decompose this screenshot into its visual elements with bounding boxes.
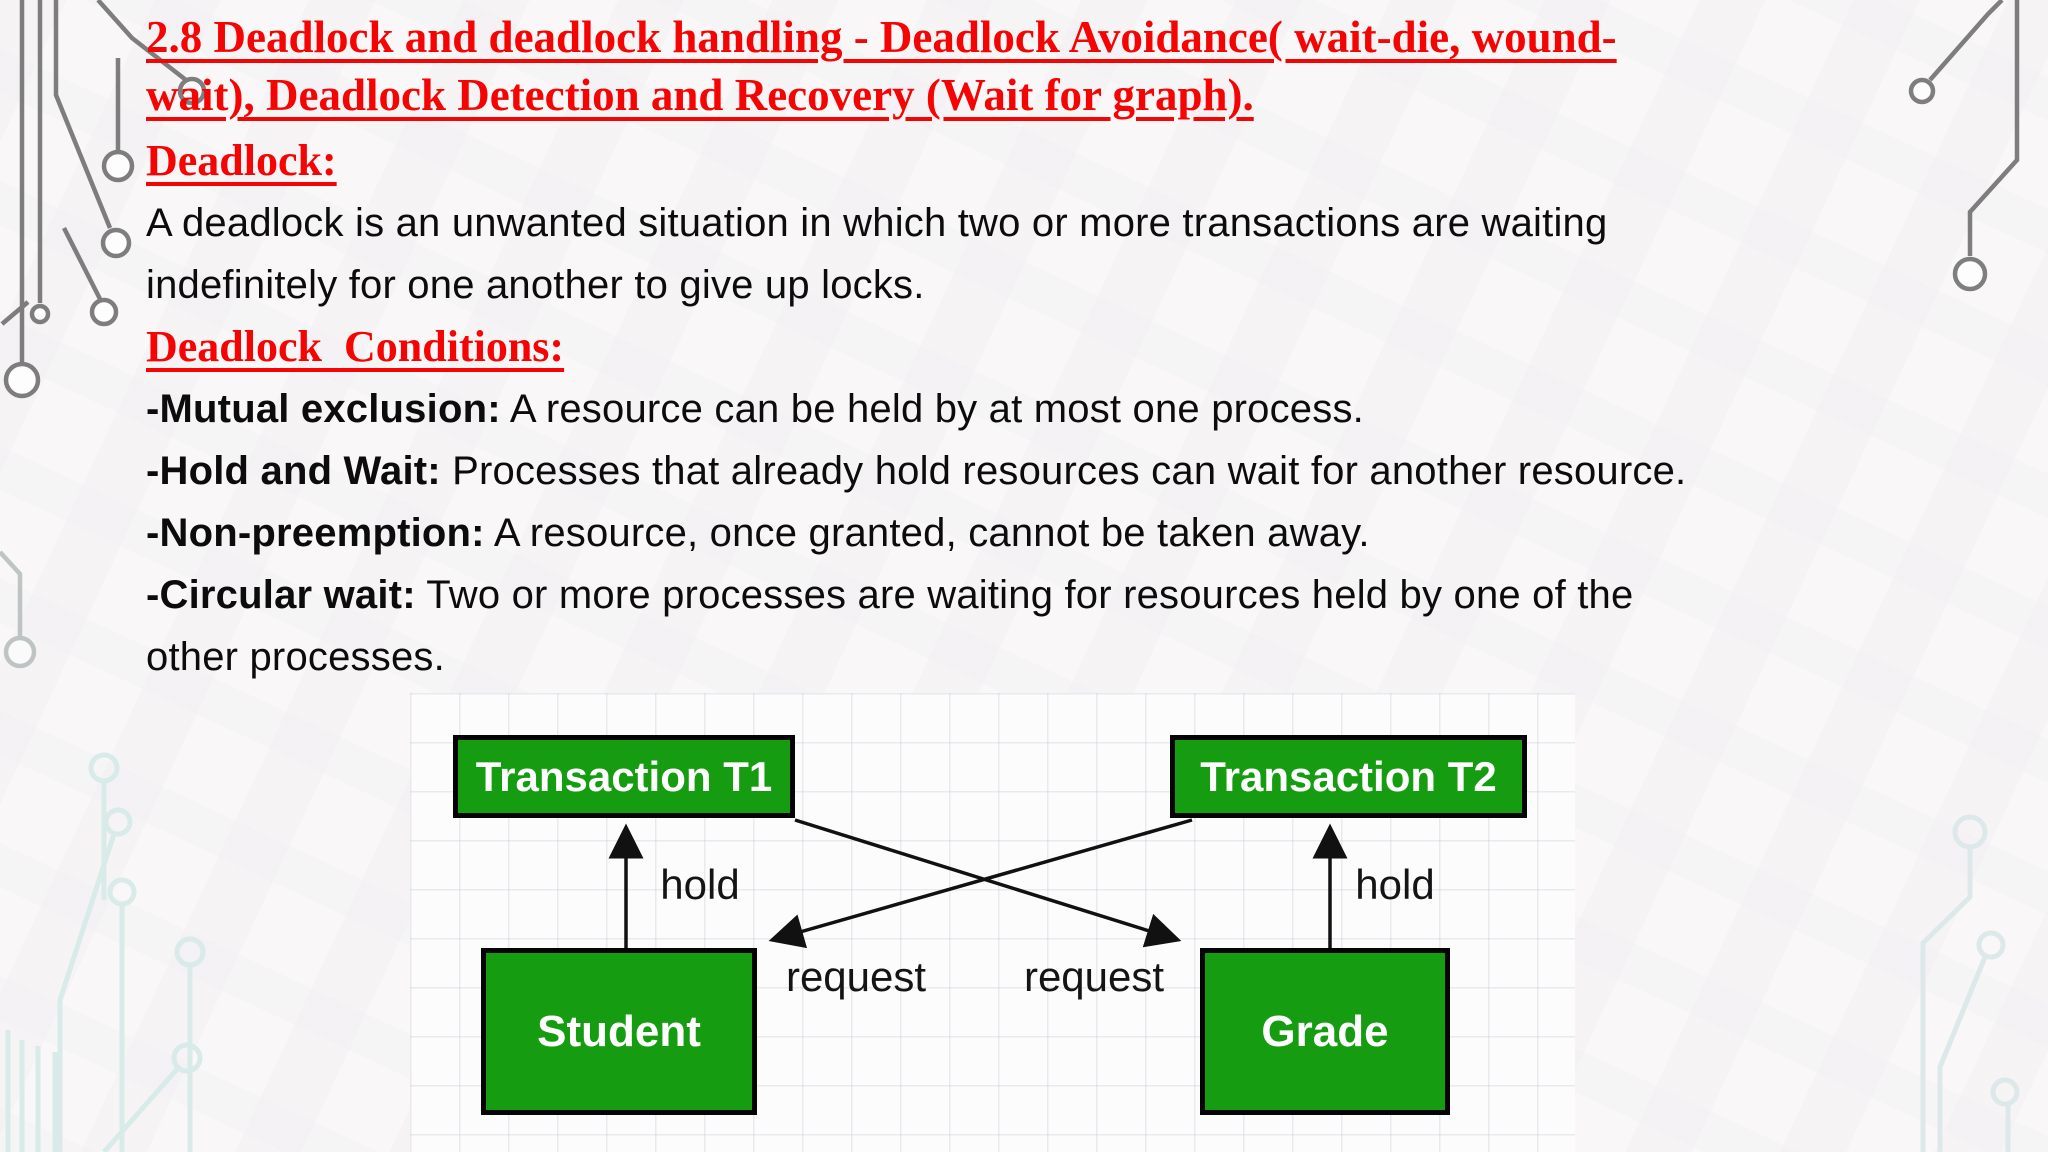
- node-grade: Grade: [1200, 948, 1450, 1115]
- condition-term: -Non-preemption:: [146, 511, 485, 555]
- edge-label-hold-right: hold: [1355, 861, 1435, 908]
- circuit-pattern-bottom-right-icon: [1920, 814, 2020, 1152]
- page-title-line-1: 2.8 Deadlock and deadlock handling - Dea…: [146, 12, 1617, 62]
- condition-desc: Two or more processes are waiting for re…: [415, 573, 1634, 617]
- condition-line-mutual-exclusion: -Mutual exclusion: A resource can be hel…: [146, 378, 2016, 440]
- circuit-pattern-bottom-left-icon: [5, 752, 206, 1152]
- condition-line-non-preemption: -Non-preemption: A resource, once grante…: [146, 502, 2016, 564]
- definition-line-2: indefinitely for one another to give up …: [146, 263, 925, 307]
- condition-line-continuation: other processes.: [146, 626, 2016, 688]
- condition-desc: other processes.: [146, 635, 445, 679]
- edge-label-request-right: request: [1023, 953, 1165, 1000]
- edge-request-t2-to-student: [768, 818, 1193, 949]
- condition-term: -Hold and Wait:: [146, 449, 441, 493]
- node-student: Student: [481, 948, 757, 1115]
- wait-for-graph-diagram: Transaction T1 Transaction T2 Student Gr…: [410, 693, 1575, 1152]
- condition-term: -Circular wait:: [146, 573, 416, 617]
- node-transaction-t2: Transaction T2: [1170, 735, 1527, 818]
- edge-label-hold-left: hold: [660, 861, 740, 908]
- condition-line-hold-and-wait: -Hold and Wait: Processes that already h…: [146, 440, 2016, 502]
- condition-desc: Processes that already hold resources ca…: [440, 449, 1687, 493]
- section-heading-deadlock: Deadlock:: [146, 136, 337, 185]
- condition-line-circular-wait: -Circular wait: Two or more processes ar…: [146, 564, 2016, 626]
- page-title-line-2: wait), Deadlock Detection and Recovery (…: [146, 70, 1254, 120]
- edge-label-request-left: request: [785, 953, 927, 1000]
- wait-for-graph-edges: [608, 818, 1348, 949]
- node-transaction-t1: Transaction T1: [453, 735, 795, 818]
- condition-desc: A resource, once granted, cannot be take…: [484, 511, 1370, 555]
- condition-desc: A resource can be held by at most one pr…: [500, 387, 1364, 431]
- definition-line-1: A deadlock is an unwanted situation in w…: [146, 201, 1608, 245]
- slide-text-block: 2.8 Deadlock and deadlock handling - Dea…: [146, 8, 2016, 688]
- section-heading-conditions: Deadlock Conditions:: [146, 322, 565, 371]
- condition-term: -Mutual exclusion:: [146, 387, 501, 431]
